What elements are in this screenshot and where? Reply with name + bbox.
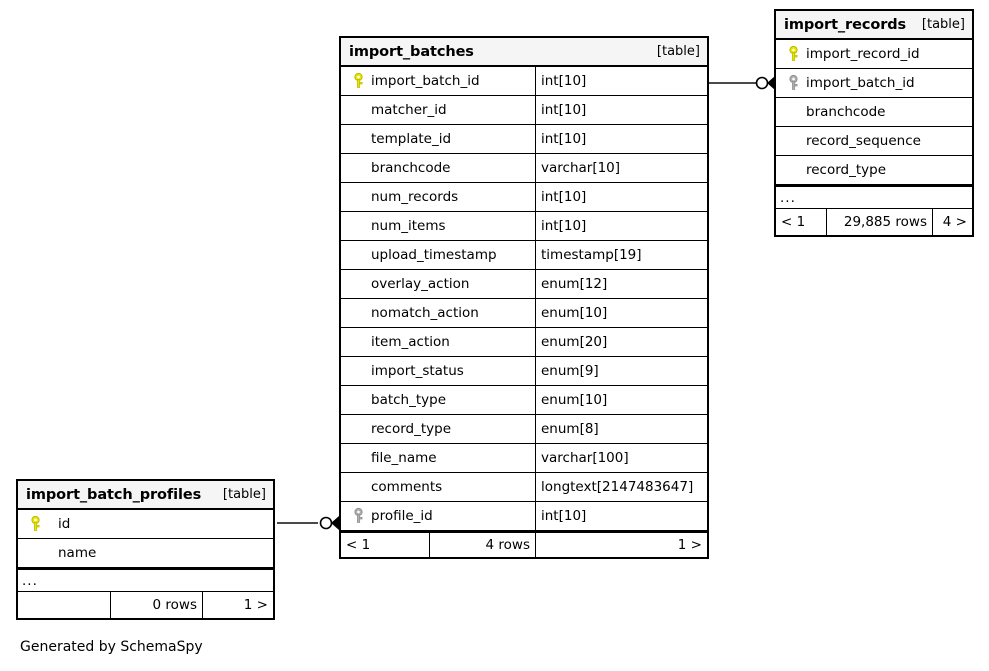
table-row[interactable]: id xyxy=(18,510,273,539)
column-name: record_sequence xyxy=(806,133,921,149)
prev-page-button[interactable]: < 1 xyxy=(781,214,806,230)
more-columns-ellipsis: ... xyxy=(776,185,972,209)
more-columns-ellipsis: ... xyxy=(18,568,273,592)
table-row[interactable]: comments longtext[2147483647] xyxy=(341,473,707,502)
column-name: record_type xyxy=(371,421,452,437)
column-name: file_name xyxy=(371,450,437,466)
column-name: profile_id xyxy=(371,508,433,524)
column-name: batch_type xyxy=(371,392,447,408)
table-row[interactable]: nomatch_action enum[10] xyxy=(341,299,707,328)
table-kind-label: [table] xyxy=(222,487,266,502)
table-title: import_batch_profiles xyxy=(26,486,202,503)
table-row[interactable]: num_records int[10] xyxy=(341,183,707,212)
table-row[interactable]: record_type enum[8] xyxy=(341,415,707,444)
column-type: timestamp[19] xyxy=(535,241,707,269)
column-name: overlay_action xyxy=(371,276,470,292)
next-page-button[interactable]: 1 > xyxy=(535,533,707,557)
table-row[interactable]: record_sequence xyxy=(776,127,972,156)
table-kind-label: [table] xyxy=(656,44,700,59)
table-row[interactable]: name xyxy=(18,539,273,568)
column-type: varchar[100] xyxy=(535,444,707,472)
column-type: enum[9] xyxy=(535,357,707,385)
table-row[interactable]: import_batch_id int[10] xyxy=(341,67,707,96)
column-name: import_record_id xyxy=(806,46,920,62)
table-row[interactable]: item_action enum[20] xyxy=(341,328,707,357)
generated-by-note: Generated by SchemaSpy xyxy=(20,639,203,655)
primary-key-icon xyxy=(347,73,369,89)
table-row[interactable]: record_type xyxy=(776,156,972,185)
column-type: int[10] xyxy=(535,212,707,240)
primary-key-icon xyxy=(782,46,804,62)
edge-batches-to-records xyxy=(709,76,775,90)
table-row[interactable]: upload_timestamp timestamp[19] xyxy=(341,241,707,270)
column-name: name xyxy=(58,545,97,561)
column-name: comments xyxy=(371,479,443,495)
column-name: record_type xyxy=(806,162,887,178)
prev-page-button[interactable]: < 1 xyxy=(346,537,371,553)
column-name: item_action xyxy=(371,334,450,350)
column-name: matcher_id xyxy=(371,102,447,118)
row-count-label: 4 rows xyxy=(429,533,535,557)
table-import-batch-profiles[interactable]: import_batch_profiles [table] id n xyxy=(16,479,275,620)
table-row[interactable]: batch_type enum[10] xyxy=(341,386,707,415)
table-footer: 0 rows 1 > xyxy=(18,592,273,618)
column-type: enum[20] xyxy=(535,328,707,356)
column-name: import_batch_id xyxy=(806,75,915,91)
table-footer: < 1 4 rows 1 > xyxy=(341,531,707,557)
column-name: branchcode xyxy=(806,104,886,120)
foreign-key-icon xyxy=(347,508,369,524)
column-name: import_status xyxy=(371,363,464,379)
column-type: longtext[2147483647] xyxy=(535,473,707,501)
column-type: enum[10] xyxy=(535,386,707,414)
column-name: import_batch_id xyxy=(371,73,480,89)
row-count-label: 29,885 rows xyxy=(826,209,932,235)
table-header: import_batches [table] xyxy=(341,38,707,67)
column-name: num_records xyxy=(371,189,459,205)
table-row[interactable]: template_id int[10] xyxy=(341,125,707,154)
table-title: import_records xyxy=(784,16,907,33)
table-row[interactable]: matcher_id int[10] xyxy=(341,96,707,125)
table-kind-label: [table] xyxy=(921,17,965,32)
column-name: nomatch_action xyxy=(371,305,479,321)
table-row[interactable]: profile_id int[10] xyxy=(341,502,707,531)
table-row[interactable]: import_batch_id xyxy=(776,69,972,98)
table-row[interactable]: branchcode xyxy=(776,98,972,127)
column-type: int[10] xyxy=(535,125,707,153)
column-name: id xyxy=(58,516,71,532)
column-type: varchar[10] xyxy=(535,154,707,182)
column-type: enum[12] xyxy=(535,270,707,298)
table-footer: < 1 29,885 rows 4 > xyxy=(776,209,972,235)
column-name: branchcode xyxy=(371,160,451,176)
prev-page-button[interactable] xyxy=(18,592,110,618)
table-header: import_records [table] xyxy=(776,11,972,40)
column-type: int[10] xyxy=(535,67,707,95)
table-row[interactable]: branchcode varchar[10] xyxy=(341,154,707,183)
table-import-batches[interactable]: import_batches [table] import_batch_id i… xyxy=(339,36,709,559)
table-row[interactable]: import_record_id xyxy=(776,40,972,69)
table-row[interactable]: import_status enum[9] xyxy=(341,357,707,386)
table-import-records[interactable]: import_records [table] import_record_id xyxy=(774,9,974,237)
edge-profiles-to-batches xyxy=(277,516,339,530)
column-type: int[10] xyxy=(535,96,707,124)
table-row[interactable]: overlay_action enum[12] xyxy=(341,270,707,299)
column-name: upload_timestamp xyxy=(371,247,497,263)
table-header: import_batch_profiles [table] xyxy=(18,481,273,510)
column-name: num_items xyxy=(371,218,446,234)
primary-key-icon xyxy=(24,516,46,532)
column-type: enum[10] xyxy=(535,299,707,327)
next-page-button[interactable]: 4 > xyxy=(932,209,972,235)
column-name: template_id xyxy=(371,131,452,147)
row-count-label: 0 rows xyxy=(110,592,202,618)
next-page-button[interactable]: 1 > xyxy=(202,592,273,618)
column-type: int[10] xyxy=(535,502,707,530)
table-row[interactable]: num_items int[10] xyxy=(341,212,707,241)
table-title: import_batches xyxy=(349,43,474,60)
foreign-key-icon xyxy=(782,75,804,91)
column-type: enum[8] xyxy=(535,415,707,443)
column-type: int[10] xyxy=(535,183,707,211)
table-row[interactable]: file_name varchar[100] xyxy=(341,444,707,473)
